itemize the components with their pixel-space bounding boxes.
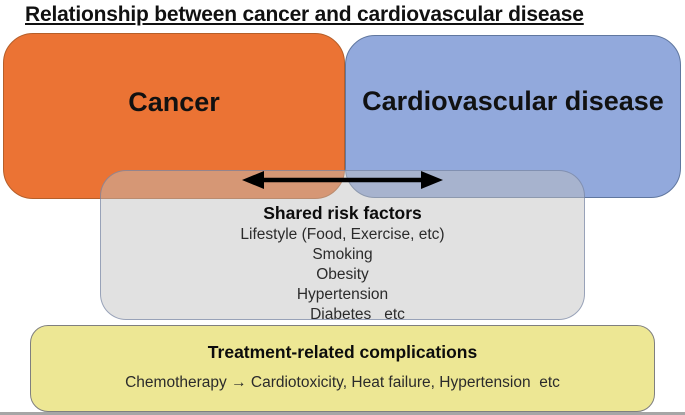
treatment-complications-title: Treatment-related complications (207, 342, 478, 362)
shared-risk-item-lifestyle: Lifestyle (Food, Exercise, etc) (240, 226, 445, 243)
shared-risk-item-hypertension: Hypertension (296, 286, 389, 303)
treatment-related-complications-box: Treatment-related complications Chemothe… (30, 325, 655, 412)
shared-risk-item-diabetes: Diabetes etc (310, 306, 405, 323)
cardiovascular-disease-box: Cardiovascular disease (345, 35, 681, 198)
shared-risk-factors-title: Shared risk factors (263, 203, 422, 223)
bottom-edge-strip (0, 412, 685, 415)
double-headed-arrow-icon (242, 171, 443, 189)
treatment-complications-detail: Chemotherapy → Cardiotoxicity, Heat fail… (125, 374, 560, 391)
cancer-box: Cancer (3, 33, 345, 199)
shared-risk-item-smoking: Smoking (312, 246, 373, 263)
shared-risk-item-obesity: Obesity (316, 266, 369, 283)
cardiovascular-disease-label: Cardiovascular disease (362, 86, 664, 116)
diagram-title: Relationship between cancer and cardiova… (25, 3, 584, 26)
cancer-label: Cancer (128, 86, 220, 117)
shared-risk-factors-box: Shared risk factors Lifestyle (Food, Exe… (100, 170, 585, 323)
